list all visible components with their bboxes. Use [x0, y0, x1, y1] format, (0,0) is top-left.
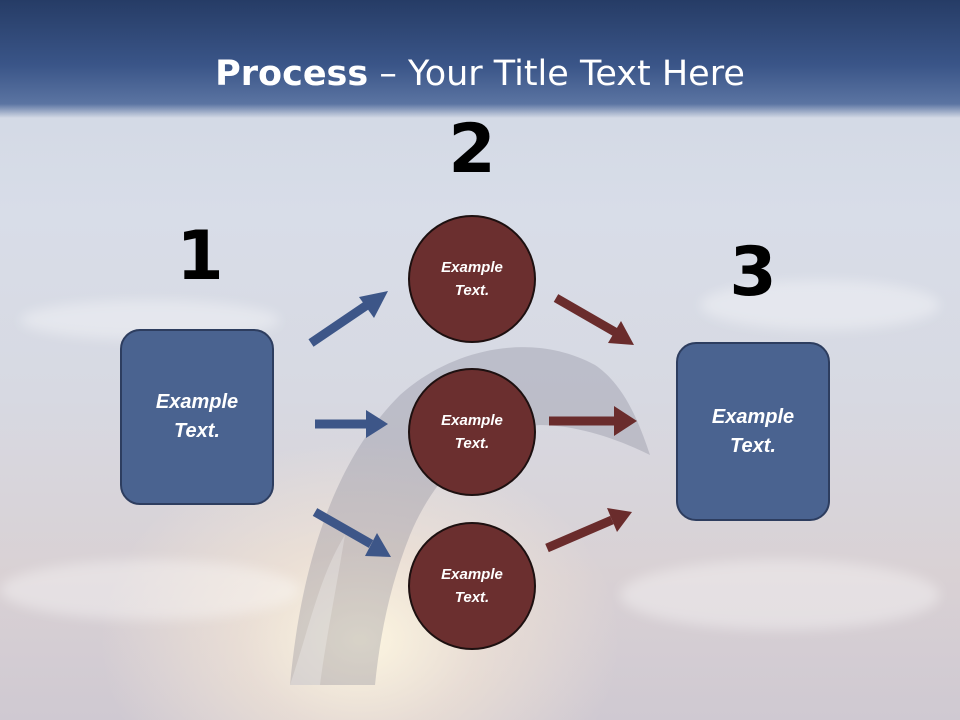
step-number-2: 2 [448, 110, 496, 189]
step-2-circle-middle: Example Text. [408, 368, 536, 496]
step-number-1: 1 [176, 217, 224, 296]
step-3-box: Example Text. [676, 342, 830, 521]
step-2-circle-top: Example Text. [408, 215, 536, 343]
step-2-bottom-label: Example Text. [441, 566, 503, 606]
cloud [620, 560, 940, 630]
title-bar [0, 0, 960, 118]
title-rest: – Your Title Text Here [368, 54, 745, 94]
step-1-box: Example Text. [120, 329, 274, 505]
arrow-middle-to-3 [549, 406, 637, 436]
arrow-bottom-to-3 [545, 508, 632, 553]
cloud [700, 280, 940, 330]
step-3-label: Example Text. [711, 405, 795, 457]
arrow-1-to-middle [315, 410, 388, 438]
arrow-1-to-bottom [312, 508, 391, 557]
step-2-circle-bottom: Example Text. [408, 522, 536, 650]
step-2-top-label: Example Text. [441, 259, 503, 299]
step-1-label: Example Text. [155, 391, 239, 442]
step-2-middle-label: Example Text. [441, 412, 503, 452]
step-number-3: 3 [729, 233, 777, 312]
dolphin-silhouette [290, 347, 650, 685]
slide-title: Process – Your Title Text Here [0, 52, 960, 96]
title-bold: Process [215, 54, 369, 94]
arrow-1-to-top [308, 291, 388, 347]
arrow-top-to-3 [553, 294, 634, 345]
cloud [0, 560, 300, 620]
